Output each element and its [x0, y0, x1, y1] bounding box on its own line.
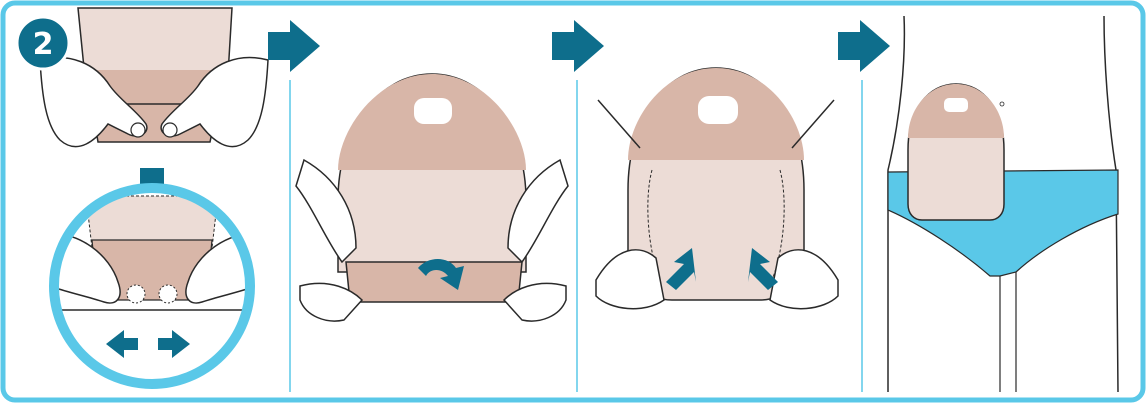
panel-press-edges — [595, 67, 839, 310]
strap-right — [791, 99, 835, 149]
diagonal-arrow-icon-2 — [748, 248, 778, 290]
panel-fold-flap — [295, 73, 569, 322]
detail-circle-ring — [49, 183, 255, 389]
panel-apply-hands-and-detail: 2 — [15, 7, 269, 389]
step-number: 2 — [33, 27, 54, 62]
pouch-3-window — [698, 96, 738, 124]
leg-gap — [999, 272, 1017, 392]
arrow-right-icon-3 — [838, 20, 890, 72]
arrow-left-icon — [106, 330, 138, 358]
arrow-right-icon-2 — [552, 20, 604, 72]
body-right-edge — [1103, 15, 1119, 393]
diagonal-arrow-icon — [666, 248, 696, 290]
curved-arrow-icon — [418, 259, 464, 290]
left-thumb — [130, 122, 146, 138]
left-arm — [295, 158, 357, 264]
pouch-on-body-window — [944, 98, 968, 112]
right-hand-2 — [502, 282, 567, 322]
panel-on-body — [887, 15, 1119, 393]
arrow-right-icon — [268, 20, 320, 72]
detail-circle-content — [54, 188, 250, 384]
strap-left — [597, 99, 641, 149]
pouch-window — [414, 98, 452, 124]
left-hand-3 — [595, 249, 665, 310]
arrow-right-small-icon — [158, 330, 190, 358]
right-arm — [507, 158, 569, 264]
right-thumb — [162, 122, 178, 138]
step-number-badge — [15, 15, 71, 71]
body-left-edge — [887, 15, 906, 392]
navel — [999, 101, 1005, 107]
left-hand-2 — [299, 282, 364, 322]
